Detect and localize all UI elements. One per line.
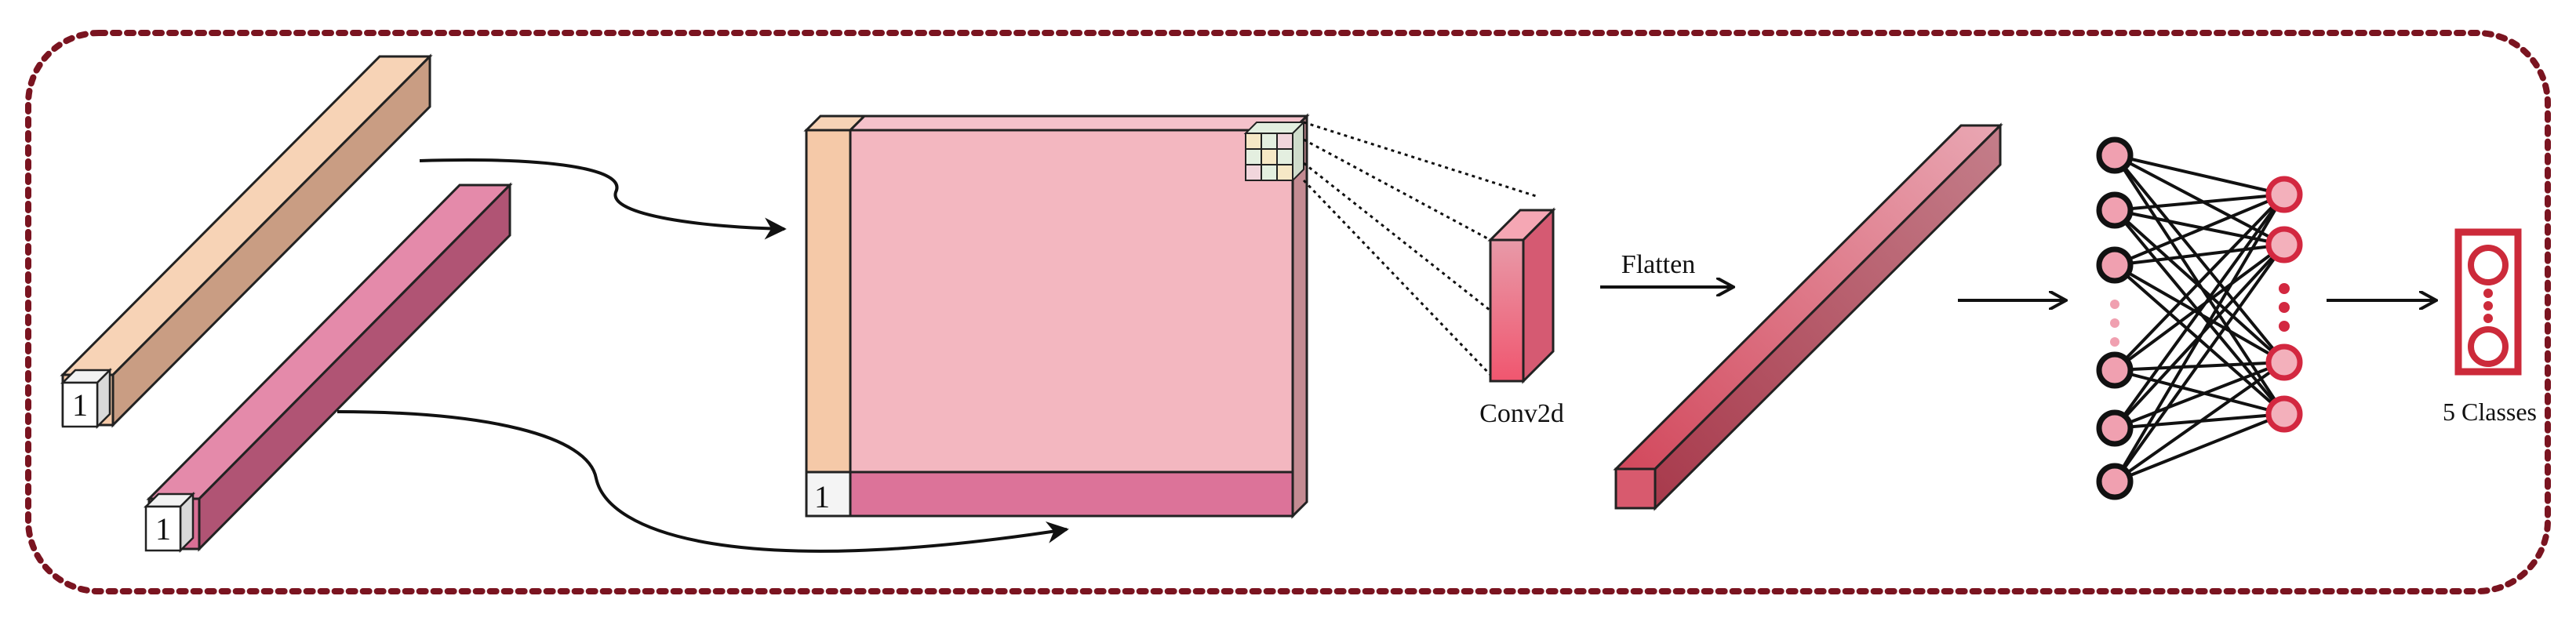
dense-network (2096, 136, 2303, 500)
dense-connection (2113, 209, 2286, 364)
input-bar-a-side (111, 53, 431, 428)
matrix-left-column (805, 129, 852, 474)
dense-connection (2114, 369, 2285, 416)
output-classes-block: 5 Classes (2443, 228, 2537, 426)
flattened-bar-top (1613, 124, 2003, 471)
conv2d-block: Conv2d (1479, 207, 1564, 428)
dense-connection (2113, 243, 2286, 372)
dense-connection (2114, 154, 2285, 246)
dense-connection (2114, 361, 2285, 372)
matrix-main-face (849, 129, 1294, 474)
output-node-bottom (2468, 326, 2509, 367)
flattened-vector-bar (1613, 122, 2003, 511)
neuron-icon (2265, 343, 2303, 381)
output-ellipsis (2483, 289, 2493, 323)
output-node-top (2468, 245, 2509, 285)
flatten-label: Flatten (1621, 250, 1695, 279)
dense-input-layer (2096, 136, 2134, 500)
input-bar-b: 1 (143, 182, 513, 554)
dense-output-ellipsis (2279, 283, 2290, 332)
neuron-icon (2096, 136, 2134, 174)
flattened-bar-side (1654, 122, 2002, 511)
neuron-icon (2096, 246, 2134, 284)
conv2d-label: Conv2d (1479, 399, 1564, 428)
input-a-to-matrix-arrow (419, 158, 787, 240)
dense-output-layer (2265, 176, 2303, 433)
flattened-bar-front (1614, 467, 1657, 510)
matrix-main-top (847, 114, 1310, 132)
dense-connection (2113, 361, 2286, 483)
dense-connection (2114, 193, 2285, 212)
neuron-icon (2096, 351, 2134, 389)
kernel-grid-icon (1243, 120, 1306, 183)
neuron-icon (2096, 409, 2134, 447)
feature-matrix-block: 1 (803, 113, 1310, 519)
matrix-bottom-row (849, 471, 1294, 518)
classes-label: 5 Classes (2443, 398, 2537, 426)
dense-connection (2114, 243, 2285, 267)
dense-connection (2113, 243, 2286, 483)
input-b-to-matrix-arrow (337, 410, 1069, 553)
dense-connection (2114, 193, 2285, 267)
input-bar-b-dim-label: 1 (155, 511, 171, 547)
dense-connection (2113, 193, 2286, 372)
matrix-dim-label: 1 (814, 479, 830, 514)
dense-connection (2114, 154, 2285, 196)
neuron-icon (2096, 463, 2134, 500)
neuron-icon (2265, 176, 2303, 213)
dense-input-ellipsis (2110, 300, 2119, 347)
dense-connection (2113, 193, 2286, 430)
outer-dotted-frame (25, 30, 2551, 594)
dense-connection (2114, 361, 2285, 430)
conv2d-front (1489, 238, 1525, 383)
dense-connection (2114, 209, 2285, 246)
matrix-corner-cell (805, 471, 852, 518)
neuron-icon (2265, 226, 2303, 263)
dense-connection (2113, 193, 2286, 483)
input-bar-a-dim-label: 1 (72, 387, 88, 423)
conv2d-side (1522, 207, 1555, 384)
input-bar-a: 1 (60, 53, 433, 430)
dense-connections (2113, 154, 2286, 483)
dense-connection (2113, 154, 2286, 364)
neuron-icon (2265, 395, 2303, 433)
kernel-projection-lines (1302, 121, 1537, 376)
neuron-icon (2096, 191, 2134, 229)
dense-connection (2114, 412, 2285, 483)
